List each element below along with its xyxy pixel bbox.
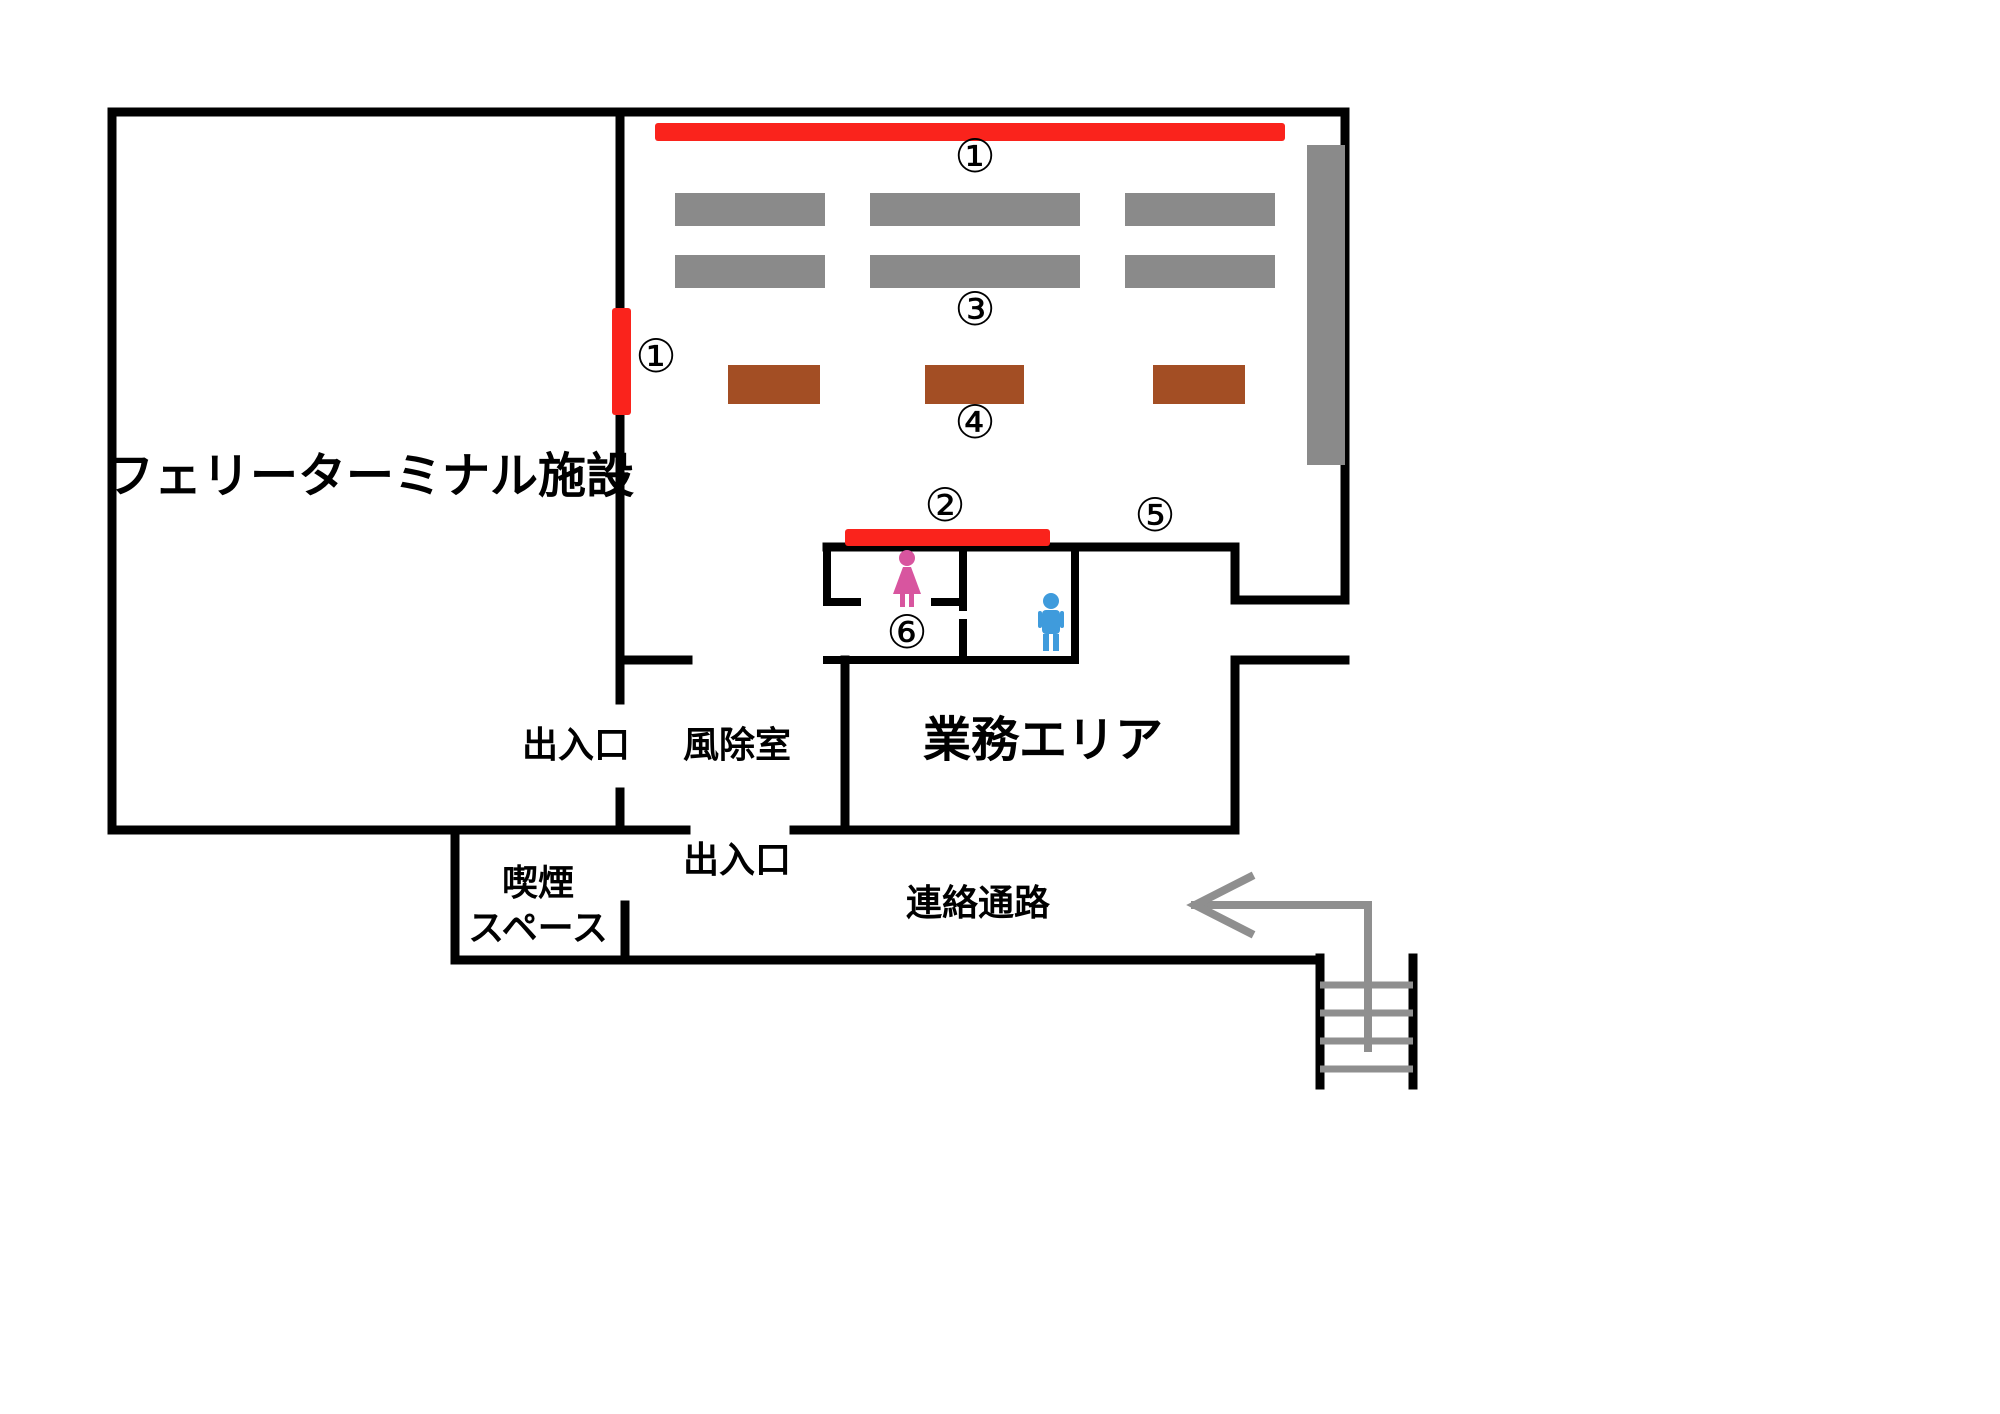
counter-left <box>728 365 820 404</box>
smoking-space-label-line1: 喫煙 <box>502 863 574 904</box>
markers: ① ① ③ ④ ② ⑤ ⑥ <box>635 129 1175 659</box>
guide-arrow <box>1186 871 1372 1052</box>
bench-row1-center <box>870 193 1080 226</box>
marker-2: ② <box>924 478 965 532</box>
marker-6: ⑥ <box>886 605 927 659</box>
entrance-lower-label: 出入口 <box>683 840 791 881</box>
red-bar-restroom <box>845 529 1050 546</box>
woman-icon <box>893 550 921 607</box>
marker-1-door: ① <box>635 329 676 383</box>
ferry-terminal-label: フェリーターミナル施設 <box>106 448 634 504</box>
guide-arrow-head <box>1186 871 1256 939</box>
red-bar-top <box>655 123 1285 141</box>
corridor-label: 連絡通路 <box>906 883 1051 924</box>
bench-row1-left <box>675 193 825 226</box>
brown-fixtures <box>728 365 1245 404</box>
marker-3: ③ <box>954 282 995 336</box>
restroom-walls <box>823 543 1079 664</box>
man-icon <box>1038 593 1064 651</box>
guide-arrow-line <box>1191 901 1372 1052</box>
red-bar-door <box>612 308 631 415</box>
bench-row1-right <box>1125 193 1275 226</box>
business-area-label: 業務エリア <box>923 712 1163 768</box>
red-highlights <box>612 123 1285 546</box>
smoking-space-label-line2: スペース <box>468 908 608 949</box>
counter-center <box>925 365 1024 404</box>
marker-1-top: ① <box>954 129 995 183</box>
bench-row2-center <box>870 255 1080 288</box>
counter-right <box>1153 365 1245 404</box>
marker-5: ⑤ <box>1134 488 1175 542</box>
bench-row2-left <box>675 255 825 288</box>
bench-row2-right <box>1125 255 1275 288</box>
side-counter <box>1307 145 1345 465</box>
windbreak-room-label: 風除室 <box>683 725 791 766</box>
entrance-upper-label: 出入口 <box>522 725 630 766</box>
marker-4: ④ <box>954 395 995 449</box>
gray-fixtures <box>675 145 1345 465</box>
room-labels: フェリーターミナル施設 業務エリア 出入口 風除室 出入口 喫煙 スペース 連絡… <box>106 448 1163 949</box>
